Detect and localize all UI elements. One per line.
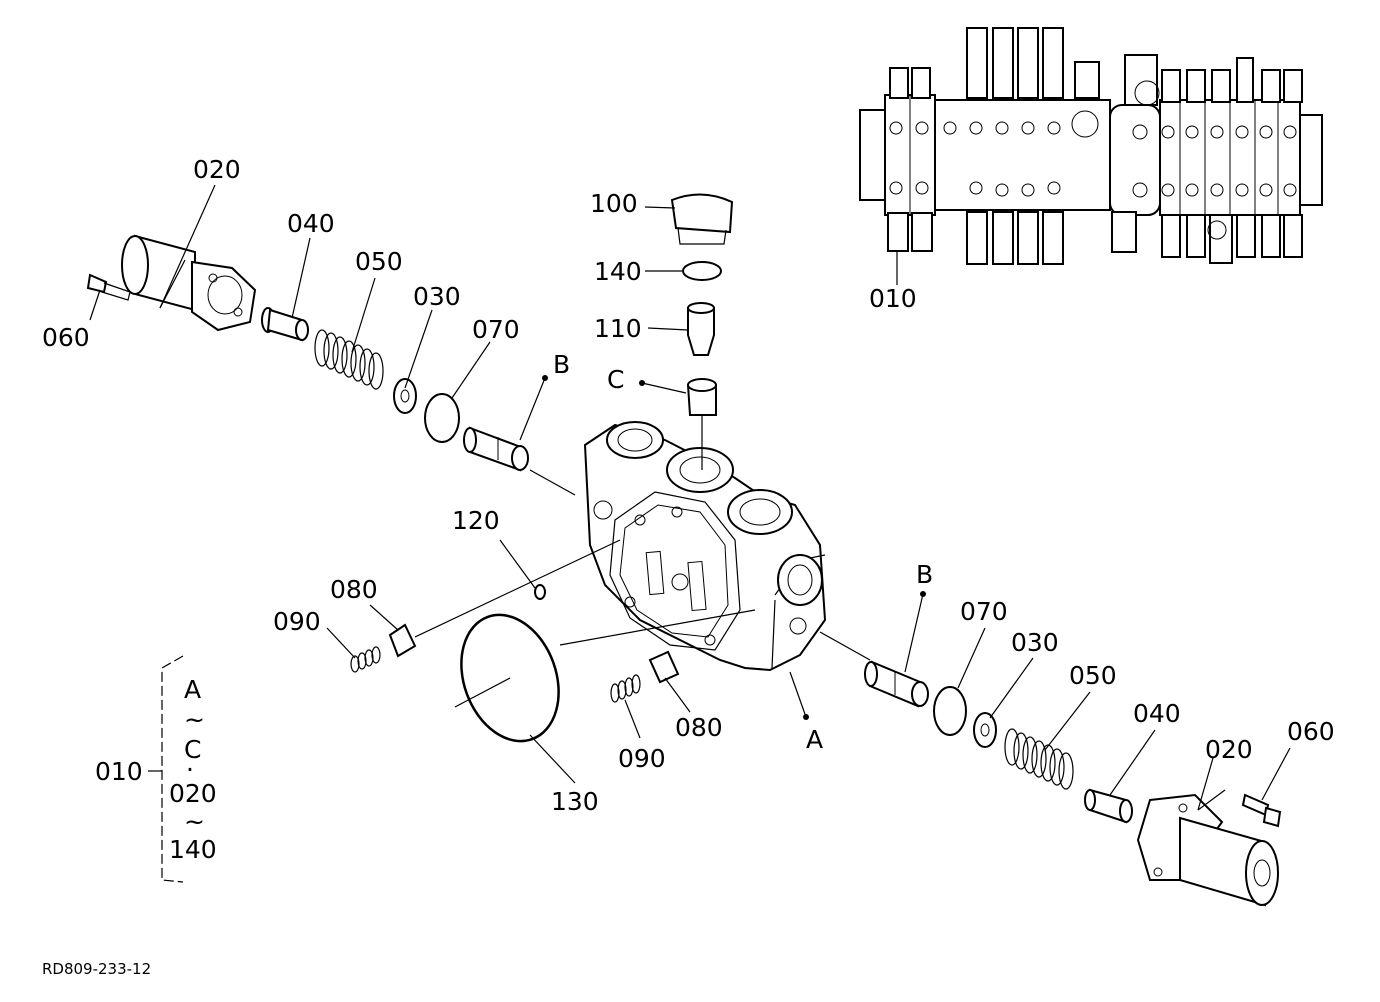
legend-bracket: 010 A ~ C · 020 ~ 140: [95, 655, 217, 883]
callout-b-left: B: [553, 350, 570, 379]
callout-030-left: 030: [413, 282, 461, 311]
legend-line-020: 020: [169, 779, 217, 808]
callout-090-left: 090: [273, 607, 321, 636]
callout-c: C: [607, 365, 624, 394]
callout-070-left: 070: [472, 315, 520, 344]
callout-060-right: 060: [1287, 717, 1335, 746]
valve-section-body: [583, 421, 827, 672]
legend-line-140: 140: [169, 835, 217, 864]
callout-050-right: 050: [1069, 661, 1117, 690]
legend-line-a: A: [184, 675, 201, 704]
callout-030-right: 030: [1011, 628, 1059, 657]
callout-020-right: 020: [1205, 735, 1253, 764]
callout-090-mid: 090: [618, 744, 666, 773]
legend-dot: ·: [186, 755, 194, 784]
callout-140: 140: [594, 257, 642, 286]
callout-080-mid: 080: [675, 713, 723, 742]
legend-line-c: C: [184, 735, 201, 764]
callout-020-left: 020: [193, 155, 241, 184]
lower-left-parts: [350, 539, 756, 743]
callout-110: 110: [594, 314, 642, 343]
callout-080-left: 080: [330, 575, 378, 604]
callout-labels: 020 040 050 030 070 060 B 100 140 110 C …: [42, 155, 1335, 816]
callout-050-left: 050: [355, 247, 403, 276]
callout-b-right: B: [916, 560, 933, 589]
callout-070-right: 070: [960, 597, 1008, 626]
callout-060-left: 060: [42, 323, 90, 352]
legend-code: 010: [95, 757, 143, 786]
callout-130: 130: [551, 787, 599, 816]
drawing-id: RD809-233-12: [42, 960, 151, 978]
top-check-stack: [670, 193, 734, 470]
valve-assembly-inset: [859, 27, 1323, 285]
left-relief-stack: [86, 234, 576, 496]
legend-tilde-2: ~: [184, 807, 205, 836]
callout-040-left: 040: [287, 209, 335, 238]
legend-tilde-1: ~: [184, 705, 205, 734]
leader-lines: [89, 184, 1291, 811]
callout-010-inset: 010: [869, 284, 917, 313]
callout-a: A: [806, 725, 823, 754]
right-relief-stack: [819, 631, 1282, 907]
callout-100: 100: [590, 189, 638, 218]
callout-120: 120: [452, 506, 500, 535]
callout-040-right: 040: [1133, 699, 1181, 728]
